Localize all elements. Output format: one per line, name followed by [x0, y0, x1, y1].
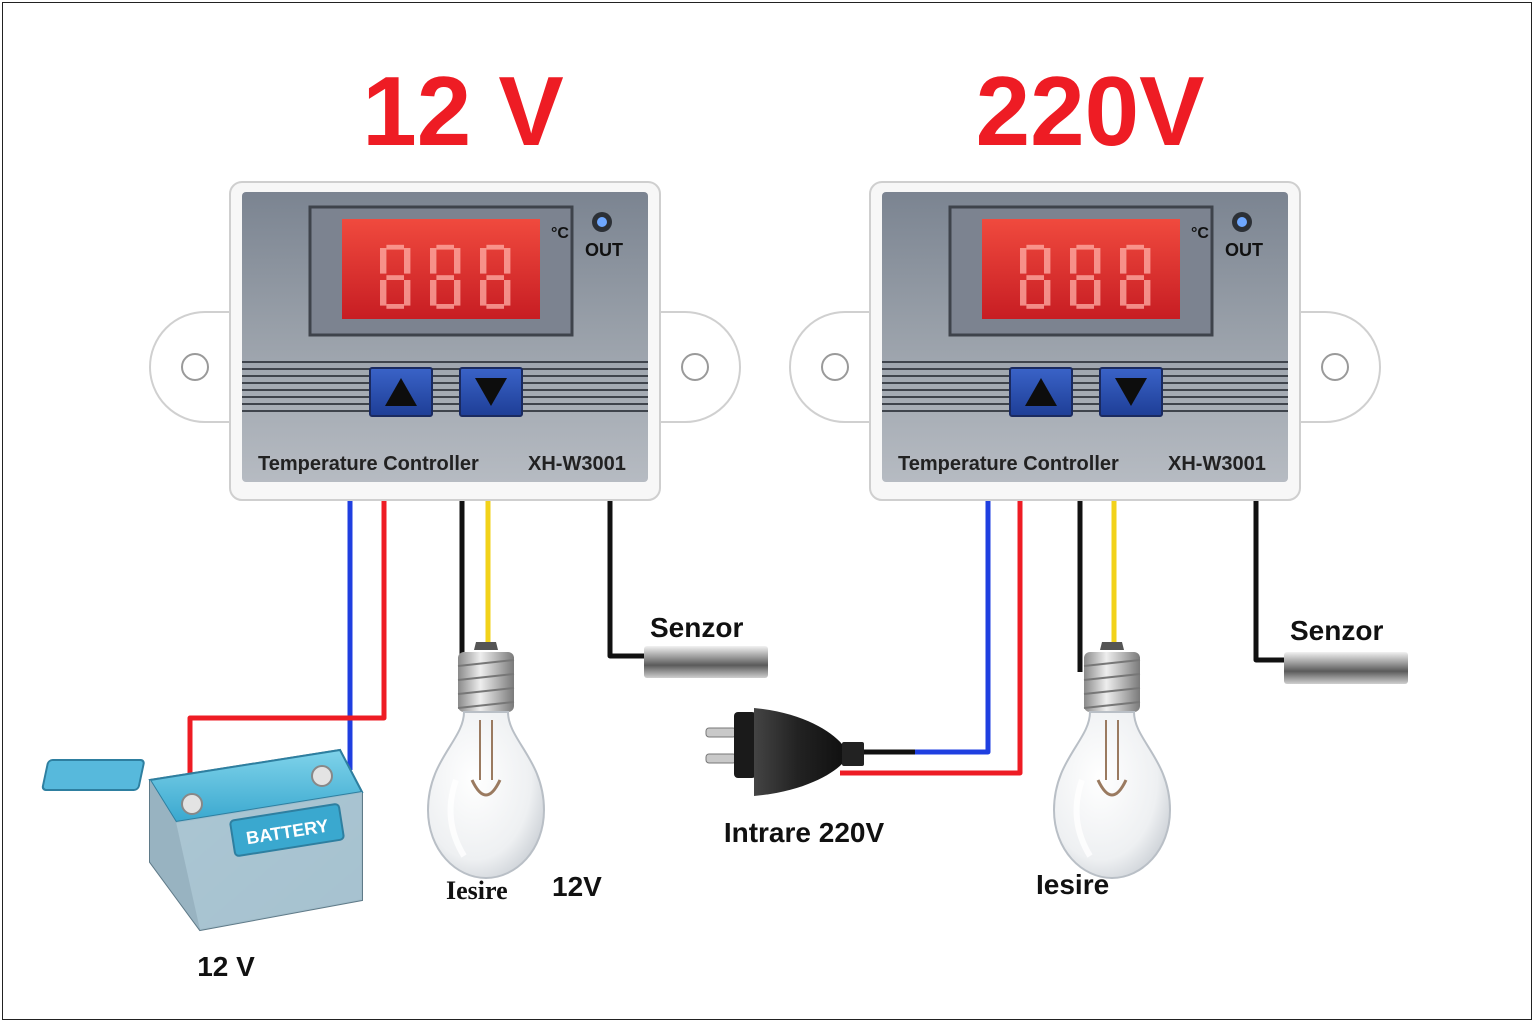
right-wiring: [840, 500, 1284, 776]
down-button[interactable]: [459, 367, 523, 417]
controller-left: °C OUT Temperature Controller XH-W3001: [148, 180, 742, 502]
temperature-sensor-left: [644, 646, 768, 678]
unit-label: °C: [551, 225, 569, 242]
wire-black-left-sensor: [607, 500, 648, 659]
brand-label: Temperature Controller: [258, 453, 479, 475]
left-wiring: [187, 500, 648, 800]
title-220v: 220V: [976, 56, 1205, 166]
triangle-down-icon: [1115, 378, 1147, 406]
input-220-label: Intrare 220V: [724, 817, 885, 848]
unit-label: °C: [1191, 225, 1209, 242]
sensor-label-right: Senzor: [1290, 615, 1383, 646]
wire-black-right-sensor: [1253, 500, 1284, 663]
wire-red-right: [840, 500, 1023, 776]
sensor-label-left: Senzor: [650, 612, 743, 643]
out-label: OUT: [1225, 240, 1263, 260]
down-button[interactable]: [1099, 367, 1163, 417]
up-button[interactable]: [1009, 367, 1073, 417]
model-label: XH-W3001: [1168, 453, 1266, 475]
power-plug: [705, 708, 864, 796]
battery-voltage-label: 12 V: [197, 951, 255, 982]
output-voltage-left: 12V: [552, 871, 602, 902]
output-label-left: Iesire: [446, 876, 508, 905]
model-label: XH-W3001: [528, 453, 626, 475]
controller-right: °C OUT Temperature Controller XH-W3001: [788, 180, 1382, 502]
brand-label: Temperature Controller: [898, 453, 1119, 475]
title-12v: 12 V: [362, 56, 564, 166]
wire-blue-right: [915, 500, 991, 755]
light-bulb-right: [1054, 642, 1170, 878]
triangle-up-icon: [385, 378, 417, 406]
up-button[interactable]: [369, 367, 433, 417]
temperature-sensor-right: [1284, 652, 1408, 684]
triangle-up-icon: [1025, 378, 1057, 406]
wire-red-left: [187, 500, 387, 800]
out-label: OUT: [585, 240, 623, 260]
output-label-right: Iesire: [1036, 869, 1109, 900]
battery: BATTERY: [41, 748, 364, 932]
light-bulb-left: [428, 642, 544, 878]
triangle-down-icon: [475, 378, 507, 406]
